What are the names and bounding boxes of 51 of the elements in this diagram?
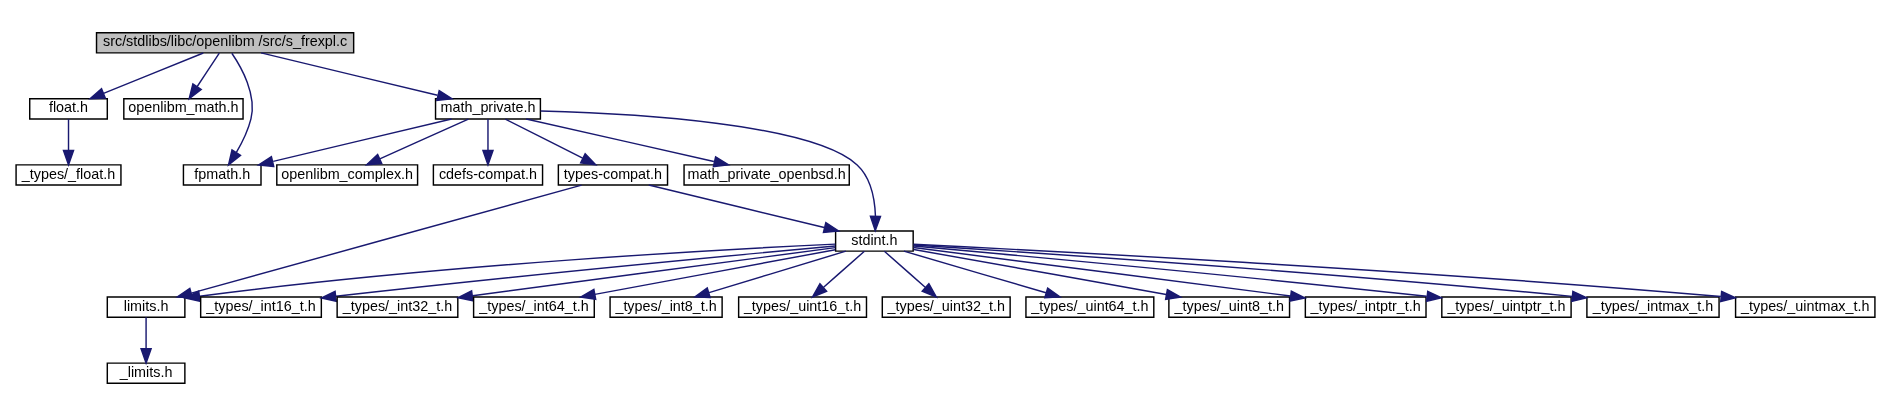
arrow (140, 316, 153, 366)
arrow (455, 246, 837, 302)
node-box: _types/_uint16_t.h (737, 296, 868, 318)
arrow (913, 248, 1183, 301)
arrow (256, 118, 453, 168)
node-box: openlibm_math.h (123, 98, 244, 120)
arrow (364, 118, 470, 166)
arrow (578, 249, 837, 301)
node-box: cdefs-compat.h (432, 164, 544, 186)
arrow (504, 118, 598, 166)
node-box: _types/_int64_t.h (472, 296, 595, 318)
node-box: limits.h (106, 296, 186, 318)
arrow (648, 184, 841, 234)
node-box: math_private_openbsd.h (683, 164, 850, 186)
arrow (912, 246, 1308, 302)
arrow (481, 118, 494, 167)
node-box: _types/_uint32_t.h (881, 296, 1011, 318)
node-box: types-compat.h (557, 164, 669, 186)
arrow (913, 245, 1444, 303)
node-box: _types/_intmax_t.h (1586, 296, 1720, 318)
node-box: _types/_uintmax_t.h (1734, 296, 1876, 318)
arrow (227, 52, 253, 167)
node-box: _types/_float.h (15, 164, 122, 186)
node-box: _types/_intptr_t.h (1304, 296, 1427, 318)
node-box: _types/_int16_t.h (199, 296, 323, 318)
arrow (525, 118, 731, 168)
arrow (319, 245, 837, 303)
node-box: stdint.h (834, 230, 914, 252)
node-box: float.h (29, 98, 108, 120)
node-box: _types/_int8_t.h (609, 296, 723, 318)
arrow (912, 244, 1589, 303)
node-box: src/stdlibs/libc/openlibm /src/s_frexpl.c (95, 32, 355, 54)
node-box: math_private.h (434, 98, 542, 120)
arrow (903, 250, 1063, 299)
node-box: _limits.h (106, 362, 186, 384)
arrow (188, 52, 220, 101)
arrow (539, 110, 882, 233)
node-box: _types/_int32_t.h (336, 296, 459, 318)
arrow (183, 243, 837, 303)
arrow (912, 243, 1738, 303)
arrow (88, 52, 205, 100)
node-box: _types/_uintptr_t.h (1441, 296, 1572, 318)
arrow (692, 250, 847, 299)
arrow (62, 118, 75, 167)
arrow (810, 250, 866, 299)
arrow (883, 250, 938, 299)
node-box: _types/_uint8_t.h (1168, 296, 1291, 318)
arrow (260, 52, 455, 102)
node-box: openlibm_complex.h (276, 164, 419, 186)
node-box: fpmath.h (182, 164, 262, 186)
node-box: _types/_uint64_t.h (1025, 296, 1155, 318)
